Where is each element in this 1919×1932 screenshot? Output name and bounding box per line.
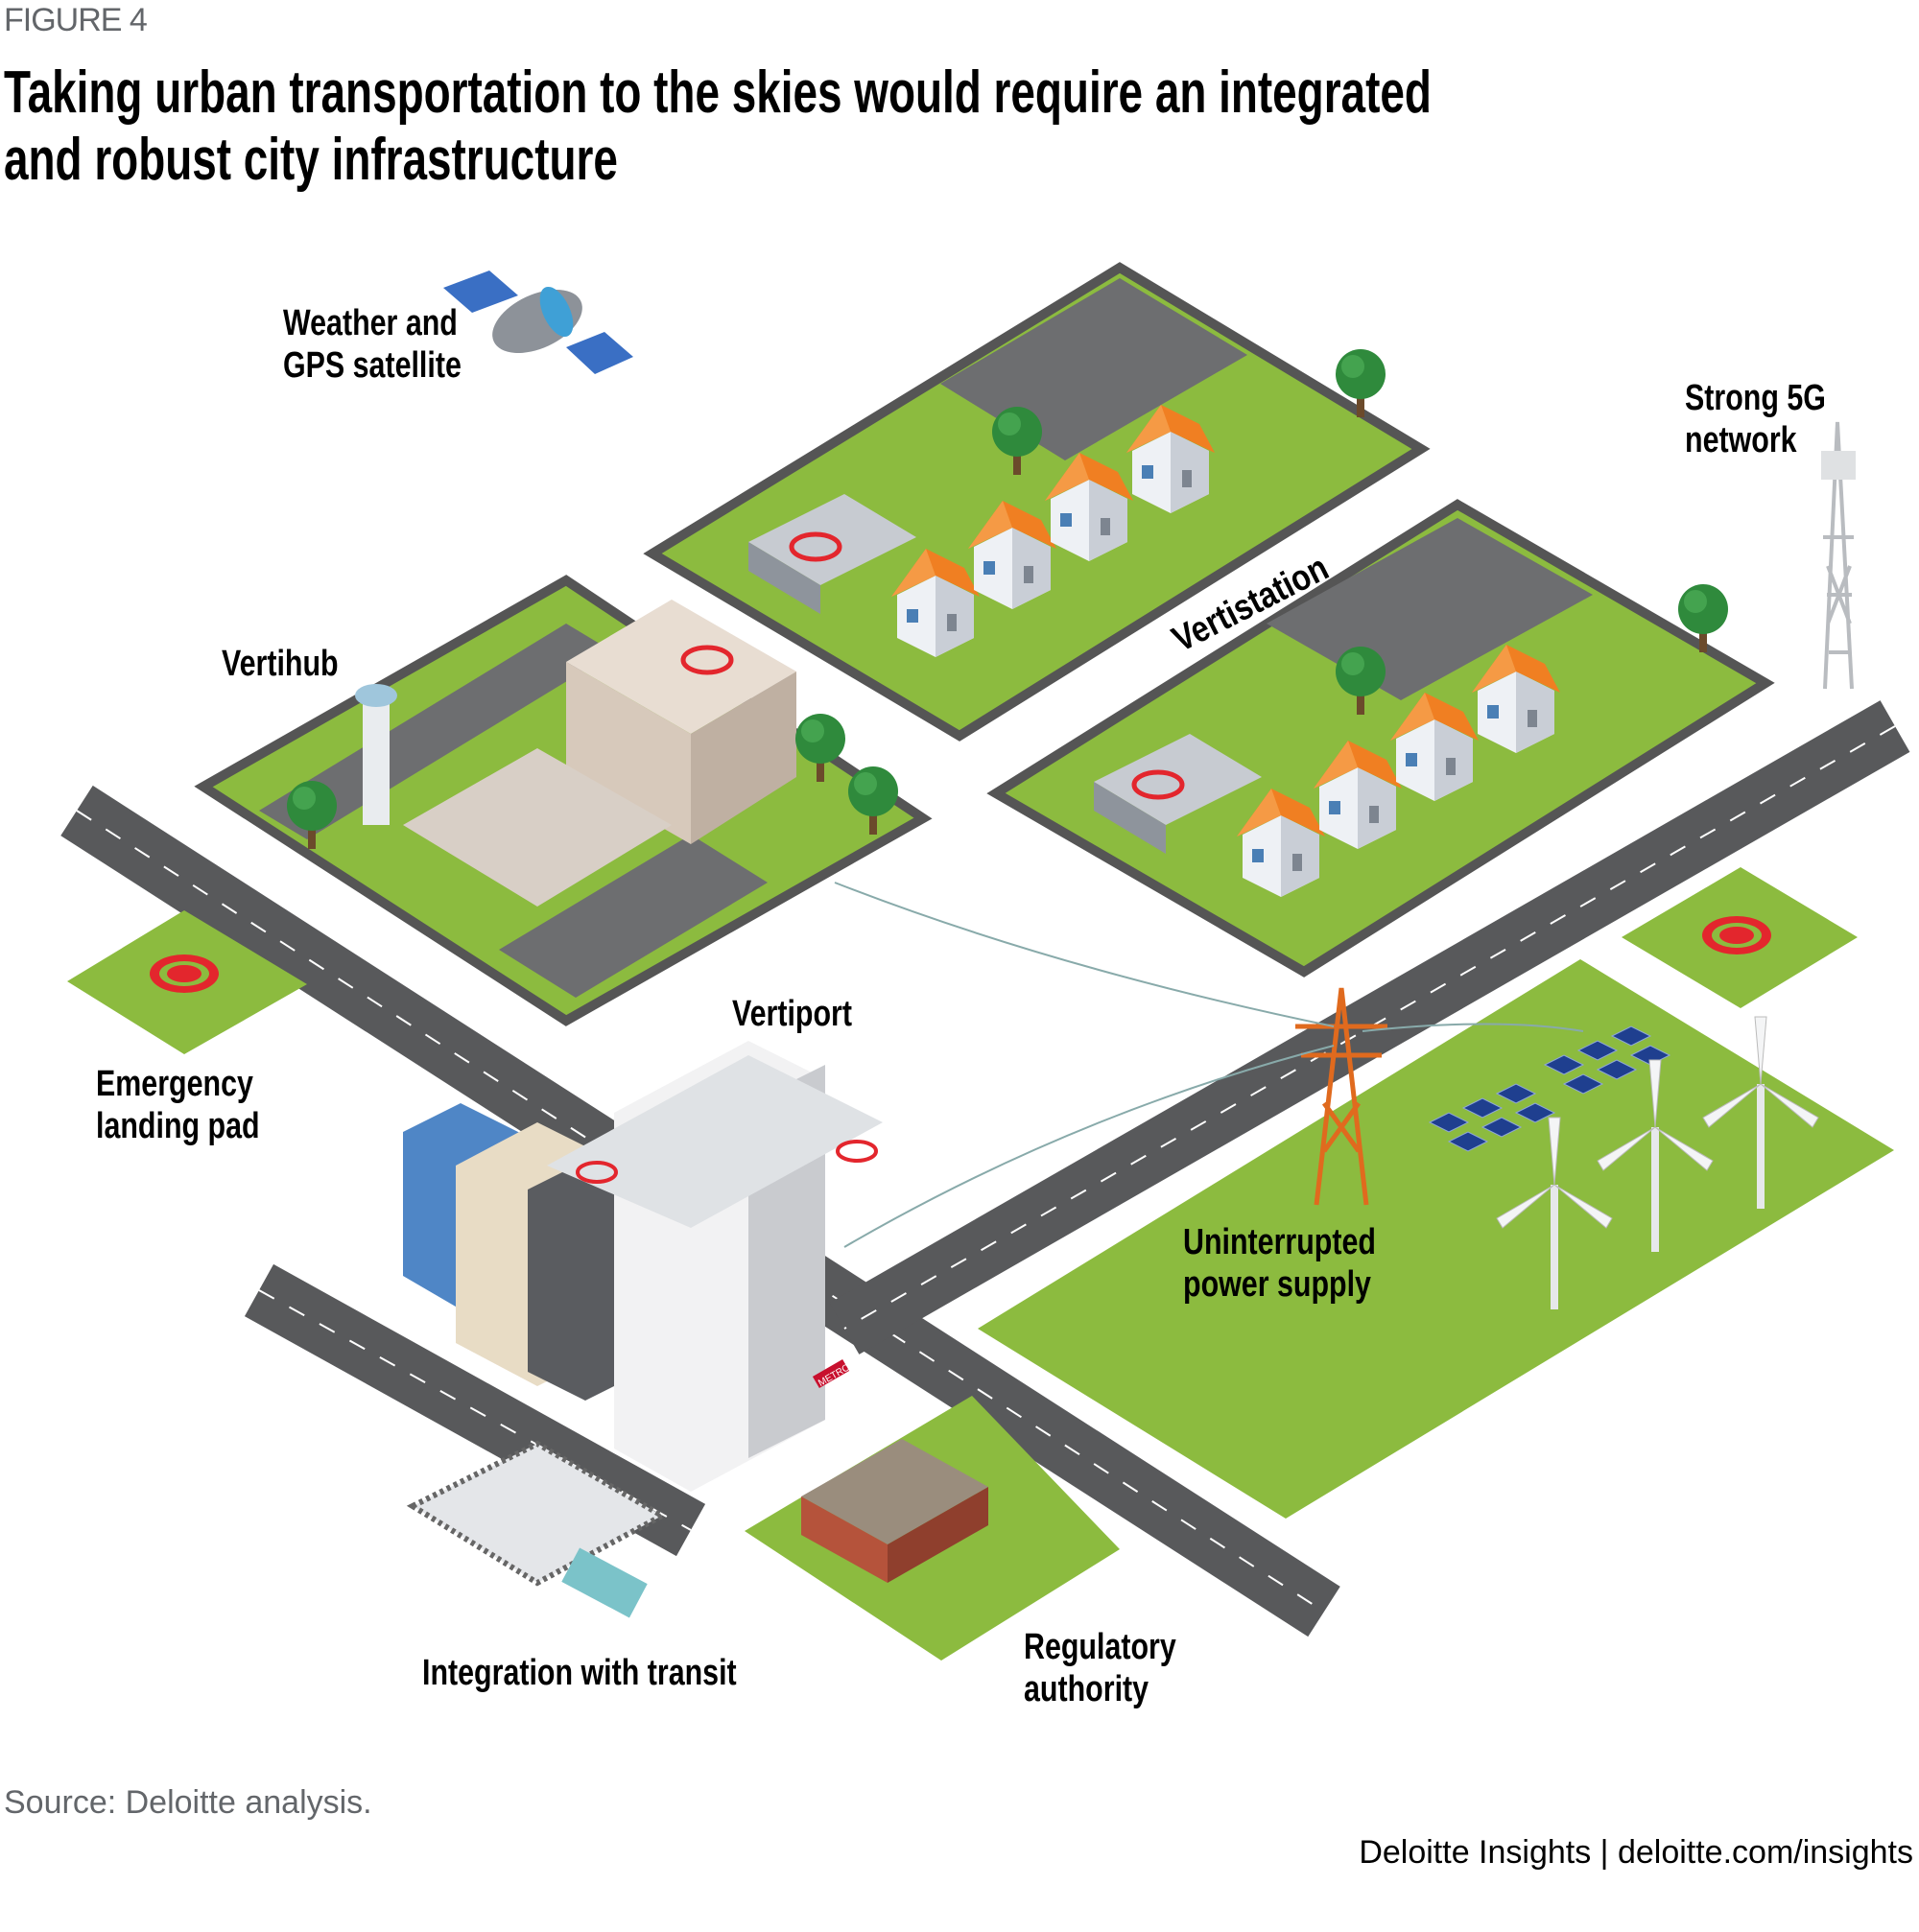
label-power-line2: power supply xyxy=(1183,1264,1371,1305)
power-tower-icon xyxy=(1295,987,1387,1206)
brand-footer: Deloitte Insights | deloitte.com/insight… xyxy=(1359,1834,1913,1871)
label-emergency-line1: Emergency xyxy=(96,1064,253,1104)
label-transit: Integration with transit xyxy=(422,1653,737,1693)
vertistation-block-south xyxy=(986,499,1775,978)
label-vertihub: Vertihub xyxy=(222,644,339,684)
vertihub-terminal xyxy=(566,600,796,734)
label-regulatory-line2: authority xyxy=(1024,1669,1149,1709)
label-power-line1: Uninterrupted xyxy=(1183,1222,1376,1262)
label-network-line2: network xyxy=(1685,420,1797,460)
page-title: Taking urban transportation to the skies… xyxy=(4,59,1432,194)
title-line-2: and robust city infrastructure xyxy=(4,127,618,193)
figure-label: FIGURE 4 xyxy=(4,2,148,38)
label-power-supply: Uninterrupted power supply xyxy=(1183,1221,1376,1306)
power-field xyxy=(978,959,1894,1519)
label-regulatory-line1: Regulatory xyxy=(1024,1627,1176,1667)
title-line-1: Taking urban transportation to the skies… xyxy=(4,59,1432,126)
label-satellite-line2: GPS satellite xyxy=(283,345,462,386)
label-satellite-line1: Weather and xyxy=(283,303,458,343)
control-tower xyxy=(363,700,390,825)
label-satellite: Weather and GPS satellite xyxy=(283,302,462,387)
label-5g-network: Strong 5G network xyxy=(1685,377,1826,461)
label-regulatory: Regulatory authority xyxy=(1024,1626,1176,1710)
vertiport-buildings xyxy=(403,1041,883,1492)
source-note: Source: Deloitte analysis. xyxy=(4,1784,372,1821)
label-vertiport: Vertiport xyxy=(732,994,852,1034)
rail-track xyxy=(406,1440,669,1587)
label-network-line1: Strong 5G xyxy=(1685,378,1826,418)
label-emergency-pad: Emergency landing pad xyxy=(96,1063,260,1147)
satellite-icon xyxy=(443,271,633,374)
regulatory-building xyxy=(801,1439,988,1544)
vertistation-block-north xyxy=(643,262,1431,742)
label-emergency-line2: landing pad xyxy=(96,1106,260,1146)
power-lines xyxy=(834,882,1584,1248)
cell-tower-icon xyxy=(1821,421,1856,690)
